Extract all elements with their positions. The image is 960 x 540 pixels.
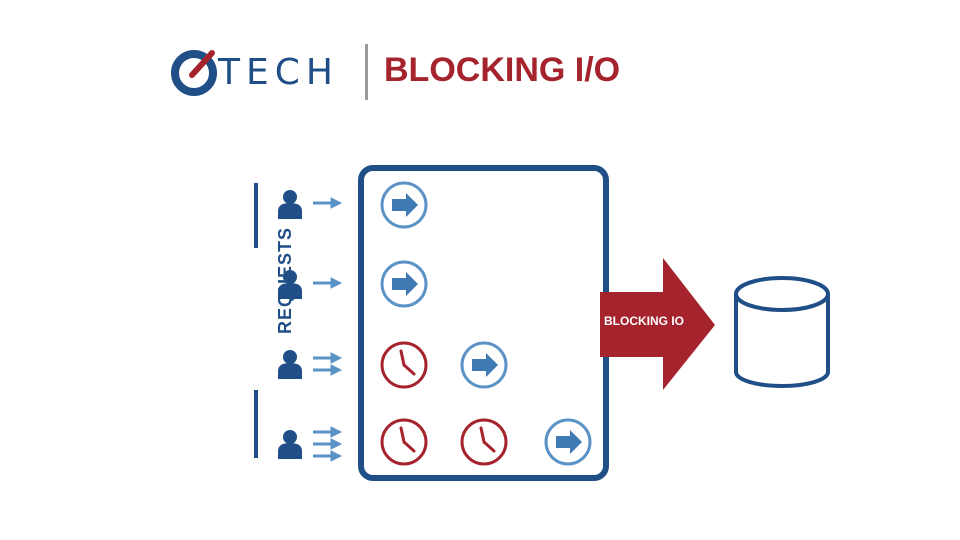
processing-icon [460,341,508,389]
arrow-right-icon [311,351,343,365]
page-title: BLOCKING I/O [384,51,621,89]
arrow-right-icon [311,425,343,439]
arrow-right-icon [311,363,343,377]
user-icon [278,190,302,219]
blocking-io-arrow [600,258,715,390]
arrow-right-icon [311,437,343,451]
clock-icon [380,341,428,389]
arrow-right-icon [311,449,343,463]
arrow-right-icon [311,276,343,290]
user-icon [278,430,302,459]
processing-icon [380,260,428,308]
clock-icon [460,418,508,466]
processing-icon [380,181,428,229]
database-icon [734,276,830,388]
logo-icon [171,50,217,96]
blocking-io-label: BLOCKING IO [604,314,684,328]
arrow-right-icon [311,196,343,210]
clock-icon [380,418,428,466]
header-divider [365,44,368,100]
requests-label: REQUESTS [275,226,296,335]
user-icon [278,350,302,379]
processing-icon [544,418,592,466]
brand-text: TECH [218,52,339,93]
